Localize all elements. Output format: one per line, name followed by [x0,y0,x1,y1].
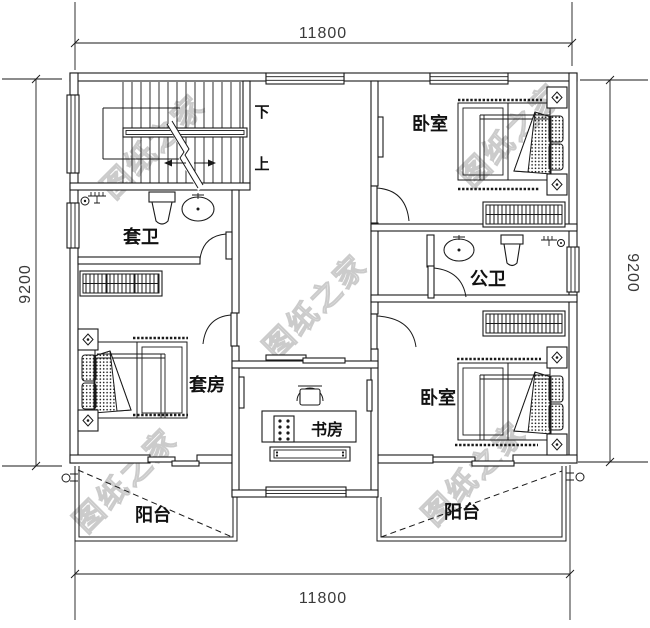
watermark-text: 图纸之家 [257,248,374,365]
window-left-lower [66,202,80,249]
wall-panel-study-left [238,376,245,409]
dimension-bottom-value: 11800 [299,590,347,607]
nightstand [546,346,568,369]
wardrobe-suite [79,270,163,297]
bed-suite [77,328,188,432]
chair-icon [296,385,324,406]
desk-icon [261,410,357,443]
sliding-door-balcony-right [432,456,515,467]
dimension-top: 11800 [70,2,577,70]
stair-break-mask [166,121,205,191]
room-labels: 卧室 套卫 公卫 套房 卧室 书房 阳台 阳台 [123,113,506,525]
sliding-door-study-top [265,354,346,364]
stair-break-line [166,120,204,189]
wall-panel-bedroom-tr [377,116,384,158]
dimension-right: 9200 [578,75,648,467]
shower-icon [80,192,106,206]
door-public-bath [427,265,467,299]
dimension-top-value: 11800 [299,25,347,42]
nightstand [546,86,568,109]
door-bedroom-bottom-right [370,313,417,350]
wall-panel-study-right [366,379,373,412]
drain-icon [566,472,585,482]
label-ensuite-bathroom: 套卫 [123,226,159,247]
shower-icon [541,236,565,247]
drain-icon [61,473,78,483]
bed-top-right [457,86,568,196]
sink-icon [443,235,475,262]
label-bedroom-bottom-right: 卧室 [420,387,456,408]
dimension-right-value: 9200 [624,253,641,293]
toilet-icon [500,234,524,267]
balcony-right [376,466,585,542]
sliding-door-balcony-left [147,456,200,467]
interior-walls [69,80,578,498]
dimension-left-value: 9200 [17,264,34,304]
wardrobe-bedroom-bottom-right [482,310,566,337]
balcony-left [61,466,238,542]
nightstand [77,409,99,432]
pillow [81,354,97,382]
bed-bottom-right [455,346,568,456]
stairwell-opening [102,107,180,160]
window-study [265,486,347,498]
door-suite-room [202,312,238,347]
nightstand [77,328,99,351]
label-balcony-right: 阳台 [444,501,480,522]
pillow [81,382,97,410]
label-bedroom-top-right: 卧室 [412,113,448,134]
dimension-left: 9200 [2,74,62,471]
stair-landing-rail [122,127,248,138]
wardrobe-bedroom-top-right [482,201,566,228]
watermarks: 图纸之家 图纸之家 图纸之家 图纸之家 图纸之家 [66,76,570,539]
window-right-bath [566,246,580,293]
stair-up-label: 上 [254,156,269,173]
label-suite-room: 套房 [189,374,225,395]
label-study: 书房 [311,420,343,439]
pillow [548,115,564,143]
stair-landing-rail-inner [125,130,245,135]
ensuite-bathroom-fixtures [80,191,215,225]
window-left-upper [66,94,80,174]
label-balcony-left: 阳台 [135,504,171,525]
pillow [548,143,564,171]
study-furniture [261,385,357,462]
window-top-left [265,72,345,85]
nightstand [546,433,568,456]
door-ensuite-bath [199,231,233,260]
label-public-bathroom: 公卫 [470,269,506,289]
stair-treads-upper [122,82,241,128]
stair-down-label: 下 [254,104,269,121]
window-top-right [429,72,509,85]
toilet-icon [148,191,176,225]
staircase: 下 上 [102,82,270,191]
nightstand [546,173,568,196]
dimension-bottom: 11800 [70,465,575,620]
windows [66,72,580,498]
public-bathroom-fixtures [443,234,565,267]
door-bedroom-top-right [370,185,410,224]
pillow [548,375,564,403]
stair-direction-arrows [164,159,216,167]
pillow [548,403,564,431]
shelf-icon [269,446,351,462]
sink-icon [181,193,215,222]
doors [199,185,467,350]
